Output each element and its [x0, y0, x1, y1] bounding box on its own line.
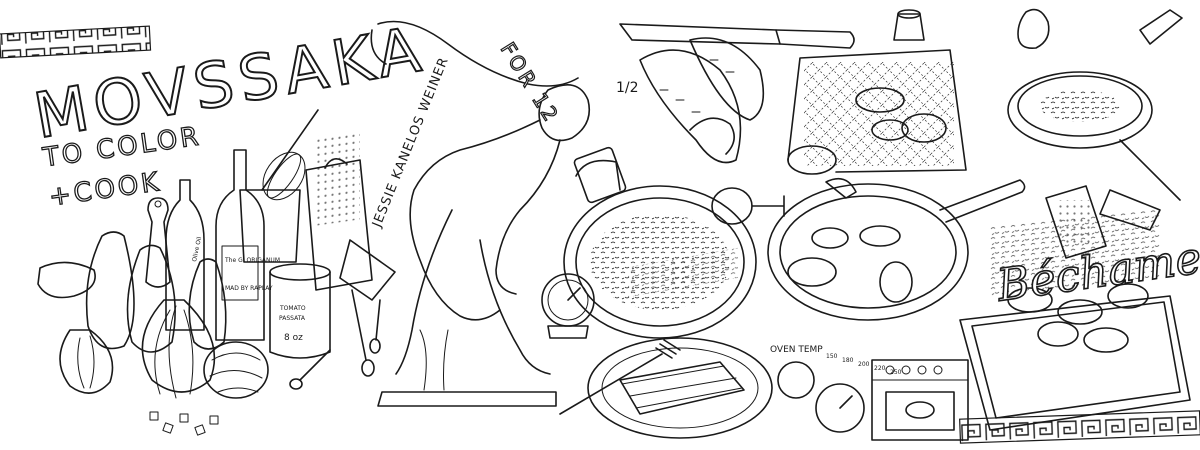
can-label-3: 8 oz	[284, 333, 303, 343]
salt-shaker-icon	[893, 9, 925, 41]
dial-mark-2: 180	[842, 357, 854, 364]
statue-head	[538, 84, 591, 142]
utensil-jar	[239, 189, 301, 263]
paper-towel-roll	[787, 49, 967, 175]
tomato-can: TOMATO PASSATA 8 oz	[269, 263, 331, 359]
fraction-label: 1/2	[616, 80, 639, 96]
olive-oil-bottle: Olive Oil	[165, 179, 205, 331]
greek-key-border-top-left	[0, 25, 152, 59]
wine-bottle: The G. ORIGANUM MAD BY RAPLAY	[215, 149, 280, 341]
sliced-eggplant-halves	[639, 37, 765, 164]
oven-temp-dial: OVEN TEMP 150 180 200 220 250	[770, 345, 902, 433]
grater-cheese-icon	[1045, 185, 1161, 259]
sausage	[37, 261, 96, 299]
dial-mark-5: 250	[890, 369, 902, 376]
spice-jar	[689, 117, 735, 155]
dial-mark-4: 220	[874, 365, 886, 372]
ingredients-group: Olive Oil The G. ORIGANUM MAD BY RAPLAY …	[37, 109, 396, 436]
oven-temp-label: OVEN TEMP	[770, 345, 823, 355]
can-label-2: PASSATA	[279, 315, 306, 322]
measuring-spoons	[289, 289, 381, 390]
olive-oil-label: Olive Oil	[191, 236, 203, 262]
eggplant-pan	[767, 177, 1026, 321]
fork-icon	[559, 339, 681, 415]
onion-icon	[59, 299, 269, 399]
servings-label: FOR 12	[496, 38, 565, 128]
kitchen-timer-icon	[541, 273, 595, 339]
grater-icon	[305, 129, 373, 291]
wine-label-2: MAD BY RAPLAY	[225, 285, 273, 292]
subtitle-line-2: +COOK	[47, 167, 163, 212]
statue-base	[377, 391, 557, 407]
discobolus-statue	[370, 20, 591, 407]
dial-mark-3: 200	[858, 361, 870, 368]
dial-mark-1: 150	[826, 353, 838, 360]
diced-vegetables	[149, 411, 219, 436]
pepper-mill-icon	[145, 197, 171, 288]
wine-label-1: The G. ORIGANUM	[224, 257, 280, 264]
olive-oil-bottle-pouring	[1139, 9, 1183, 45]
cheese-wedge	[339, 239, 396, 301]
moussaka-plate	[587, 247, 773, 439]
onion-top	[1017, 8, 1050, 50]
can-label-1: TOMATO	[279, 305, 306, 312]
wine-glass-icon	[711, 187, 785, 225]
oven-icon	[871, 359, 969, 441]
baking-dish-icon	[959, 208, 1191, 431]
eggplant-icon	[85, 231, 227, 353]
knife-icon	[619, 23, 855, 49]
whisk-icon	[261, 109, 319, 201]
frying-pan-icon	[1007, 8, 1183, 201]
